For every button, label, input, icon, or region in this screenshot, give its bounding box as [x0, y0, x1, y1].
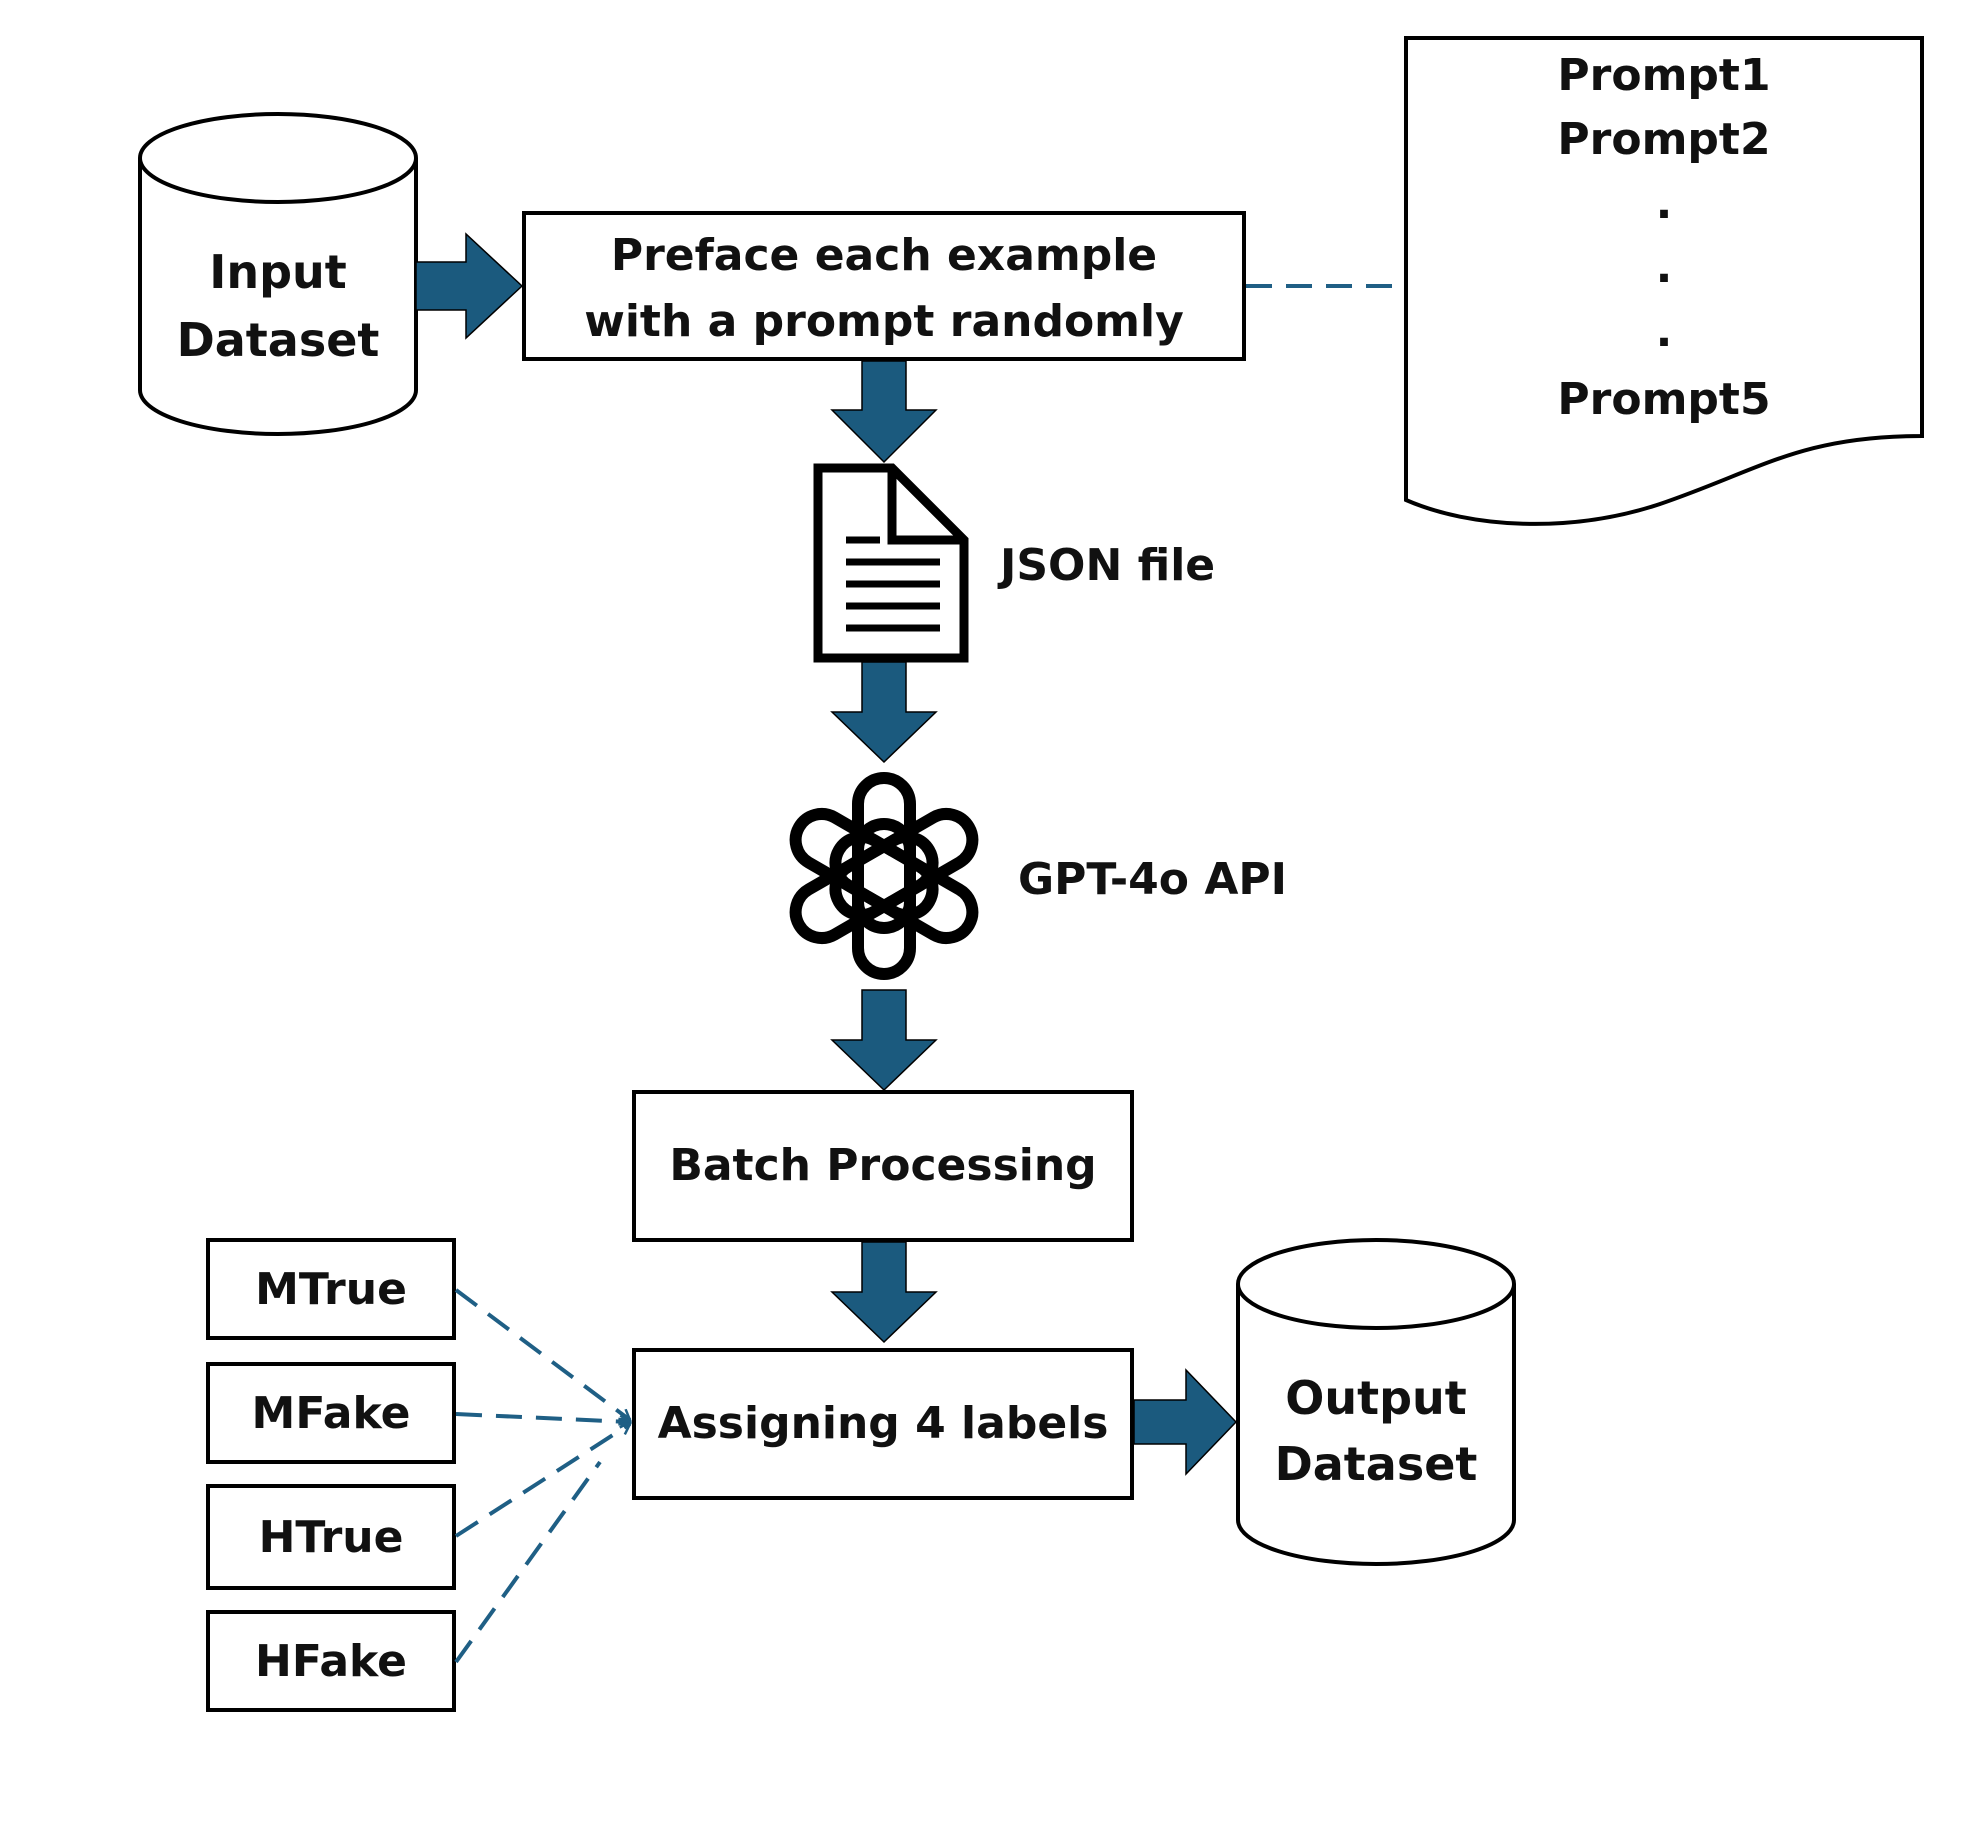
label-box-mtrue: MTrue: [206, 1238, 456, 1340]
arrow-gpt-to-batch: [830, 989, 938, 1092]
preface-label-1: Preface each example: [611, 230, 1157, 281]
prompt-ellipsis-3: .: [1656, 306, 1673, 357]
output-dataset-label-2: Dataset: [1275, 1437, 1478, 1491]
label-mfake: MFake: [252, 1388, 411, 1439]
assigning-labels-label: Assigning 4 labels: [658, 1398, 1109, 1449]
label-htrue: HTrue: [259, 1512, 404, 1563]
input-dataset-label-1: Input: [209, 245, 347, 299]
arrow-input-to-preface: [415, 232, 524, 340]
openai-logo-icon: [789, 772, 979, 980]
output-dataset-label-1: Output: [1285, 1371, 1467, 1425]
arrow-preface-to-json: [830, 360, 938, 464]
arrow-assign-to-output: [1133, 1368, 1238, 1476]
document-icon: [813, 463, 969, 663]
arrow-batch-to-assign: [830, 1241, 938, 1344]
prompt-item-1: Prompt1: [1557, 50, 1770, 101]
connector-hfake: [454, 1460, 602, 1664]
json-file-label: JSON file: [997, 540, 1215, 591]
arrow-json-to-gpt: [830, 661, 938, 764]
prompt-ellipsis-2: .: [1656, 242, 1673, 293]
output-dataset-cylinder: Output Dataset: [1236, 1238, 1516, 1566]
label-mtrue: MTrue: [255, 1264, 407, 1315]
gpt-api-label: GPT-4o API: [1018, 854, 1287, 905]
prompt-ellipsis-1: .: [1656, 178, 1673, 229]
label-hfake: HFake: [255, 1636, 407, 1687]
batch-processing-box: Batch Processing: [632, 1090, 1134, 1242]
label-box-mfake: MFake: [206, 1362, 456, 1464]
prompt-item-2: Prompt2: [1557, 114, 1770, 165]
connector-htrue: [454, 1422, 630, 1538]
dashed-connectors-labels: [454, 1288, 630, 1664]
prompt-item-5: Prompt5: [1557, 374, 1770, 425]
label-box-htrue: HTrue: [206, 1484, 456, 1590]
connector-mfake: [455, 1412, 630, 1422]
preface-box: Preface each example with a prompt rando…: [522, 211, 1246, 361]
label-box-hfake: HFake: [206, 1610, 456, 1712]
prompt-list-document: Prompt1 Prompt2 . . . Prompt5: [1404, 36, 1924, 526]
input-dataset-label-2: Dataset: [177, 313, 380, 367]
preface-label-2: with a prompt randomly: [584, 296, 1184, 347]
assigning-labels-box: Assigning 4 labels: [632, 1348, 1134, 1500]
batch-processing-label: Batch Processing: [669, 1140, 1096, 1191]
input-dataset-cylinder: Input Dataset: [138, 112, 418, 436]
connector-mtrue: [454, 1288, 630, 1422]
